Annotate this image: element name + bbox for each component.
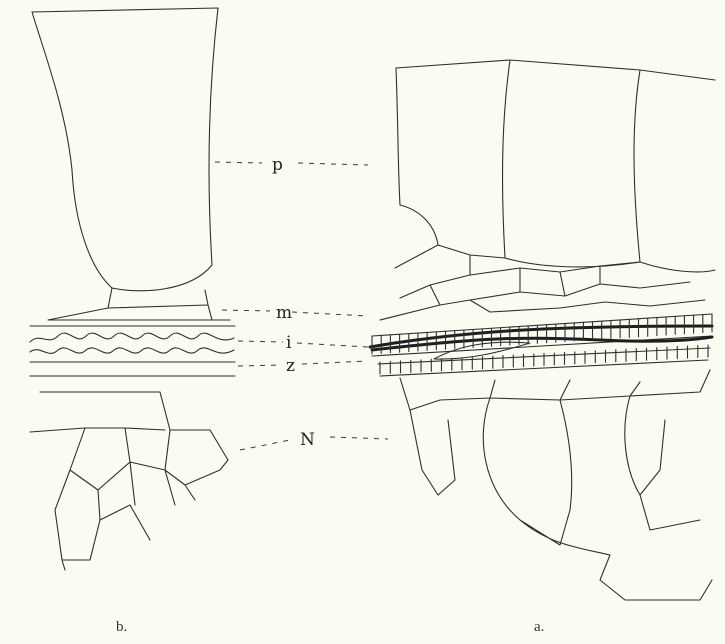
caption-a: a. xyxy=(534,619,544,635)
leader-p xyxy=(215,162,368,165)
a-lower-cells xyxy=(400,370,712,600)
figure-b xyxy=(30,8,290,570)
b-middle-cells xyxy=(48,288,230,320)
label-z: z xyxy=(286,356,295,376)
b-n-leader xyxy=(240,440,290,450)
leader-z xyxy=(238,361,368,366)
leader-i xyxy=(238,341,368,347)
label-n: N xyxy=(300,430,315,450)
b-wavy-layer-top xyxy=(30,326,235,342)
a-middle-cells xyxy=(380,245,705,320)
figure-a xyxy=(370,60,715,600)
leader-lines xyxy=(215,162,388,439)
b-lower-cells xyxy=(30,392,228,570)
leader-n xyxy=(330,437,388,439)
a-upper-cells xyxy=(396,60,715,272)
label-p: p xyxy=(272,155,283,175)
label-m: m xyxy=(276,303,292,323)
caption-b: b. xyxy=(116,619,127,635)
b-wavy-layer-bottom xyxy=(30,348,235,376)
leader-m xyxy=(222,310,368,316)
b-upper-cell xyxy=(32,8,218,291)
label-i: i xyxy=(286,333,292,353)
